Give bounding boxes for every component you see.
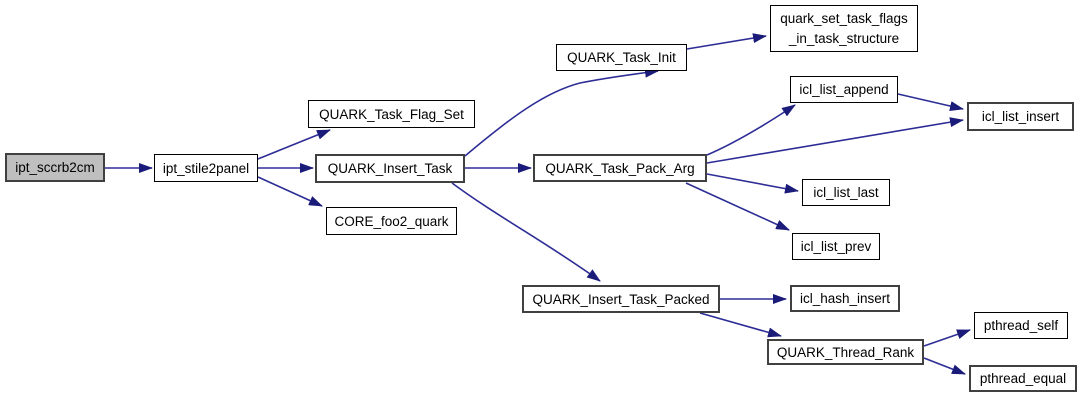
edge-QUARK_Task_Pack_Arg-to-icl_list_insert — [706, 117, 964, 164]
node-quark-insert-task-packed[interactable]: QUARK_Insert_Task_Packed — [522, 285, 720, 313]
edge-QUARK_Task_Pack_Arg-to-icl_list_prev — [685, 182, 790, 231]
node-quark-task-pack-arg[interactable]: QUARK_Task_Pack_Arg — [533, 154, 707, 182]
node-icl-list-append[interactable]: icl_list_append — [790, 76, 898, 103]
edge-icl_list_append-to-icl_list_insert — [897, 93, 964, 111]
edge-QUARK_Insert_Task-to-QUARK_Insert_Task_Packed — [451, 182, 601, 282]
node-icl-hash-insert[interactable]: icl_hash_insert — [790, 285, 900, 312]
edge-QUARK_Task_Pack_Arg-to-icl_list_append — [706, 104, 796, 156]
node-quark-set-task-flags-in-task-structure[interactable]: quark_set_task_flags _in_task_structure — [770, 5, 918, 52]
node-pthread-self[interactable]: pthread_self — [974, 312, 1068, 339]
edge-QUARK_Thread_Rank-to-pthread_self — [923, 329, 971, 347]
node-ipt-stile2panel[interactable]: ipt_stile2panel — [154, 154, 258, 182]
node-core-foo2-quark[interactable]: CORE_foo2_quark — [326, 207, 457, 235]
node-quark-task-flag-set[interactable]: QUARK_Task_Flag_Set — [308, 100, 475, 128]
node-quark-insert-task[interactable]: QUARK_Insert_Task — [315, 154, 465, 183]
edge-QUARK_Thread_Rank-to-pthread_equal — [923, 357, 966, 375]
node-pthread-equal[interactable]: pthread_equal — [969, 365, 1077, 392]
edge-QUARK_Insert_Task-to-QUARK_Task_Init — [464, 67, 659, 157]
edge-QUARK_Task_Pack_Arg-to-icl_list_last — [706, 173, 799, 194]
node-ipt-sccrb2cm: ipt_sccrb2cm — [5, 153, 105, 182]
edge-ipt_stile2panel-to-QUARK_Task_Flag_Set — [257, 129, 331, 160]
node-icl-list-prev[interactable]: icl_list_prev — [792, 233, 880, 260]
edge-QUARK_Insert_Task_Packed-to-QUARK_Thread_Rank — [699, 312, 782, 338]
node-icl-list-last[interactable]: icl_list_last — [802, 179, 890, 206]
edge-QUARK_Task_Init-to-quark_set_task_flags_in_task_structure — [686, 33, 767, 50]
node-quark-thread-rank[interactable]: QUARK_Thread_Rank — [767, 339, 924, 365]
edge-ipt_stile2panel-to-CORE_foo2_quark — [257, 176, 323, 207]
node-quark-task-init[interactable]: QUARK_Task_Init — [556, 44, 687, 71]
node-icl-list-insert[interactable]: icl_list_insert — [967, 102, 1074, 131]
